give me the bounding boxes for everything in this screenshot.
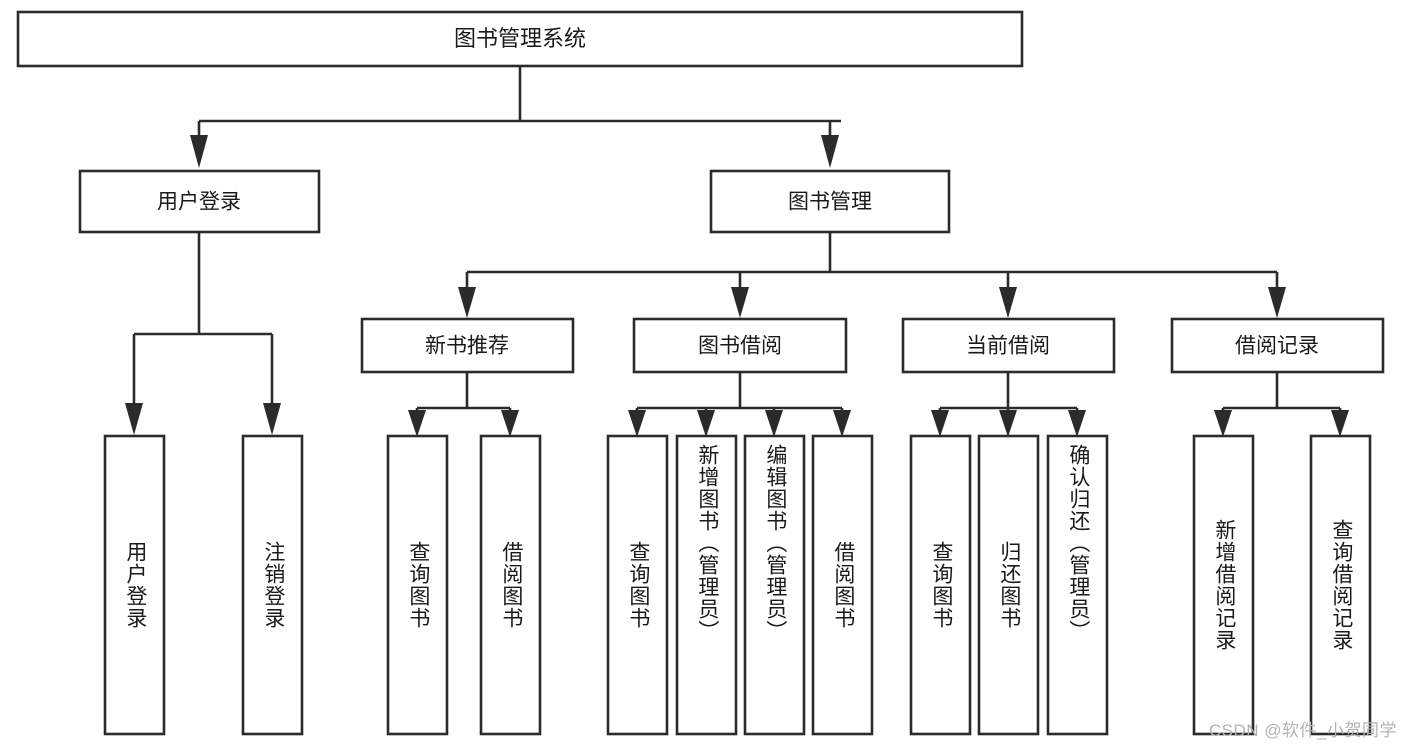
node-root[interactable]: 图书管理系统: [16, 10, 1024, 68]
node-current-borrow-label: 当前借阅: [966, 335, 1050, 358]
arrow-to-current-borrow: [999, 287, 1017, 318]
node-new-book-rec-label: 新书推荐: [425, 335, 509, 358]
arrow-to-leaf-add-record: [1214, 410, 1232, 437]
arrow-to-leaf-edit-book: [765, 410, 783, 437]
arrow-to-leaf-logout: [263, 403, 281, 435]
arrow-to-book-manage: [821, 135, 839, 168]
arrow-to-leaf-query-record: [1331, 410, 1349, 437]
arrow-to-leaf-borrow-book-2: [833, 410, 851, 437]
node-root-label: 图书管理系统: [454, 26, 586, 51]
connector-current-borrow-leaves: [931, 372, 1086, 437]
connector-borrow-record-leaves: [1214, 372, 1349, 437]
node-book-borrow[interactable]: 图书借阅: [632, 317, 848, 374]
arrow-to-leaf-confirm-return: [1068, 410, 1086, 437]
node-current-borrow[interactable]: 当前借阅: [901, 317, 1116, 374]
leaf-box-user-login[interactable]: [103, 434, 166, 736]
leaf-box-query-record[interactable]: [1309, 434, 1372, 736]
node-book-manage[interactable]: 图书管理: [709, 169, 951, 234]
arrow-to-leaf-return-book: [999, 410, 1017, 437]
arrow-to-leaf-query-book-1: [408, 410, 426, 437]
arrow-to-new-book-rec: [458, 287, 476, 318]
arrow-to-leaf-query-book-3: [931, 410, 949, 437]
connector-book-manage-children: [458, 232, 1286, 318]
leaf-box-borrow-book-1[interactable]: [479, 434, 542, 736]
node-new-book-rec-box[interactable]: [360, 317, 575, 374]
node-book-manage-label: 图书管理: [788, 191, 872, 214]
arrow-to-leaf-add-book: [697, 410, 715, 437]
arrow-to-leaf-borrow-book-1: [501, 410, 519, 437]
node-user-login[interactable]: 用户登录: [78, 169, 321, 234]
node-borrow-record-label: 借阅记录: [1235, 335, 1319, 358]
node-user-login-label: 用户登录: [157, 191, 241, 214]
arrow-to-user-login: [190, 135, 208, 168]
connector-book-borrow-leaves: [628, 372, 851, 437]
node-borrow-record[interactable]: 借阅记录: [1170, 317, 1385, 374]
leaf-box-query-book-3[interactable]: [909, 434, 972, 736]
leaf-box-borrow-book-2[interactable]: [811, 434, 874, 736]
arrow-to-borrow-record: [1268, 287, 1286, 318]
node-user-login-box[interactable]: [78, 169, 321, 234]
leaf-box-add-book[interactable]: [675, 434, 738, 736]
node-new-book-rec[interactable]: 新书推荐: [360, 317, 575, 374]
connector-user-login-leaves: [125, 232, 281, 435]
arrow-to-book-borrow: [731, 287, 749, 318]
leaf-box-query-book-1[interactable]: [386, 434, 449, 736]
arrow-to-leaf-user-login: [125, 403, 143, 435]
node-root-box[interactable]: [16, 10, 1024, 68]
watermark: CSDN @软件_小贺同学: [1208, 721, 1397, 740]
leaf-box-return-book[interactable]: [977, 434, 1040, 736]
leaf-box-query-book-2[interactable]: [606, 434, 669, 736]
node-book-borrow-label: 图书借阅: [698, 335, 782, 358]
connector-new-book-rec-leaves: [408, 372, 519, 437]
node-current-borrow-box[interactable]: [901, 317, 1116, 374]
connector-root-split: [190, 66, 841, 168]
leaf-box-confirm-return[interactable]: [1046, 434, 1109, 736]
leaf-box-logout[interactable]: [241, 434, 304, 736]
arrow-to-leaf-query-book-2: [628, 410, 646, 437]
leaf-box-add-record[interactable]: [1192, 434, 1255, 736]
leaf-box-edit-book[interactable]: [743, 434, 806, 736]
